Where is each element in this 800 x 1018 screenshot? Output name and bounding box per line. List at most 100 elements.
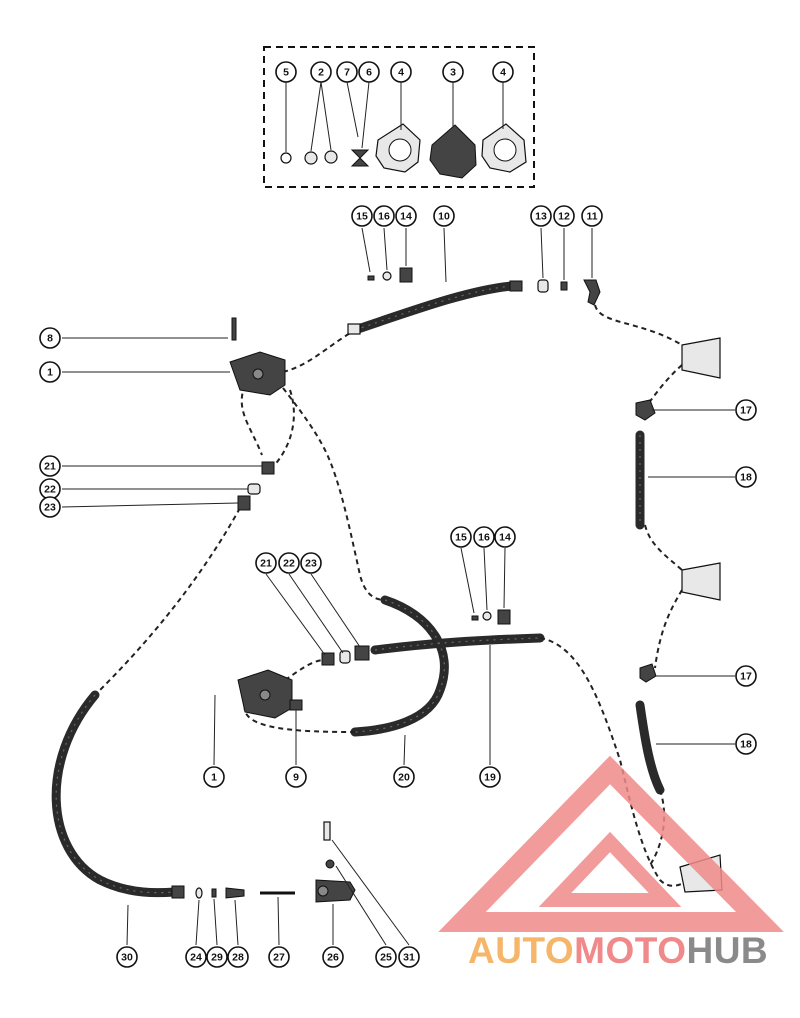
washer-16 xyxy=(382,271,392,281)
callout-circle xyxy=(735,665,757,687)
callout-number: 11 xyxy=(586,211,597,223)
callout-21: 21 xyxy=(39,455,61,477)
callout-number: 23 xyxy=(305,558,317,570)
callout-number: 8 xyxy=(47,333,53,345)
callout-circle xyxy=(492,61,514,83)
callout-circle xyxy=(39,361,61,383)
callout-circle xyxy=(300,552,322,574)
sleeve-22 xyxy=(247,483,261,495)
callout-10: 10 xyxy=(433,205,455,227)
callout-number: 14 xyxy=(499,532,511,544)
callout-number: 23 xyxy=(44,502,56,514)
callout-number: 22 xyxy=(283,558,295,570)
callout-circle xyxy=(395,205,417,227)
callout-circle xyxy=(735,466,757,488)
callout-circle xyxy=(373,205,395,227)
hose-texture xyxy=(55,285,641,894)
callout-30: 30 xyxy=(116,946,138,968)
bolt-8 xyxy=(231,317,237,341)
fitting-15 xyxy=(367,275,375,281)
callout-4: 4 xyxy=(390,61,412,83)
callout-circle xyxy=(581,205,603,227)
callout-number: 15 xyxy=(455,532,467,544)
callout-29: 29 xyxy=(206,946,228,968)
callout-24: 24 xyxy=(185,946,207,968)
fuel-connector-25 xyxy=(315,879,356,903)
callout-circle xyxy=(530,205,552,227)
fitting-9 xyxy=(289,699,303,711)
callout-number: 16 xyxy=(378,211,390,223)
callout-9: 9 xyxy=(285,766,307,788)
fitting-21 xyxy=(321,652,335,666)
callout-circle xyxy=(390,61,412,83)
upper-fittings xyxy=(347,267,601,335)
callout-number: 16 xyxy=(478,532,490,544)
callout-27: 27 xyxy=(268,946,290,968)
fuel-filter-upper xyxy=(681,337,721,379)
washer-part xyxy=(304,151,318,165)
callout-number: 1 xyxy=(211,772,217,784)
callout-circle xyxy=(268,946,290,968)
callout-number: 31 xyxy=(403,952,415,964)
callout-number: 1 xyxy=(47,367,53,379)
callout-circle xyxy=(275,61,297,83)
callout-circle xyxy=(185,946,207,968)
callout-3: 3 xyxy=(442,61,464,83)
connector-port xyxy=(317,885,329,897)
callout-circle xyxy=(398,946,420,968)
nut-23 xyxy=(354,645,370,661)
diaphragm-part xyxy=(429,124,477,179)
center-fittings xyxy=(471,609,511,625)
callout-number: 26 xyxy=(327,952,339,964)
callout-16: 16 xyxy=(373,205,395,227)
callout-25: 25 xyxy=(375,946,397,968)
callout-leaders xyxy=(61,227,735,946)
watermark-text: AUTOMOTOHUB xyxy=(468,930,768,972)
callout-circle xyxy=(473,526,495,548)
callout-number: 4 xyxy=(500,67,506,79)
washer-31 xyxy=(325,859,335,869)
callout-circle xyxy=(310,61,332,83)
callout-13: 13 xyxy=(530,205,552,227)
nut-23 xyxy=(237,495,251,511)
sleeve-22 xyxy=(339,650,351,664)
callout-15: 15 xyxy=(450,526,472,548)
fuel-hose-20 xyxy=(350,595,449,737)
callout-circle xyxy=(227,946,249,968)
callout-6: 6 xyxy=(358,61,380,83)
callout-31: 31 xyxy=(398,946,420,968)
callout-circle xyxy=(278,552,300,574)
callout-21: 21 xyxy=(255,552,277,574)
gasket-hole xyxy=(493,138,517,162)
callout-number: 17 xyxy=(740,405,752,417)
washer-part xyxy=(324,150,338,164)
watermark-moto: MOTO xyxy=(574,930,687,971)
clamp-14 xyxy=(497,609,511,625)
elbow-11 xyxy=(583,279,601,306)
callout-circle xyxy=(285,766,307,788)
check-valve-part xyxy=(350,149,370,167)
pump-port xyxy=(259,689,271,701)
callout-number: 27 xyxy=(273,952,285,964)
fuel-pump-lower xyxy=(237,669,303,719)
fittings-21-23-upper xyxy=(237,461,275,511)
callout-circle xyxy=(358,61,380,83)
callout-7: 7 xyxy=(336,61,358,83)
callout-number: 29 xyxy=(211,952,223,964)
callout-circle xyxy=(494,526,516,548)
callout-number: 20 xyxy=(398,772,410,784)
callout-number: 3 xyxy=(450,67,456,79)
callout-number: 22 xyxy=(44,484,56,496)
callout-number: 13 xyxy=(535,211,547,223)
callout-4: 4 xyxy=(492,61,514,83)
sleeve-12 xyxy=(560,281,568,291)
callout-22: 22 xyxy=(39,478,61,500)
bolt-30 xyxy=(323,821,331,841)
callout-number: 6 xyxy=(366,67,372,79)
callout-11: 11 xyxy=(581,205,603,227)
callout-26: 26 xyxy=(322,946,344,968)
callout-number: 4 xyxy=(398,67,404,79)
callout-circle xyxy=(39,455,61,477)
